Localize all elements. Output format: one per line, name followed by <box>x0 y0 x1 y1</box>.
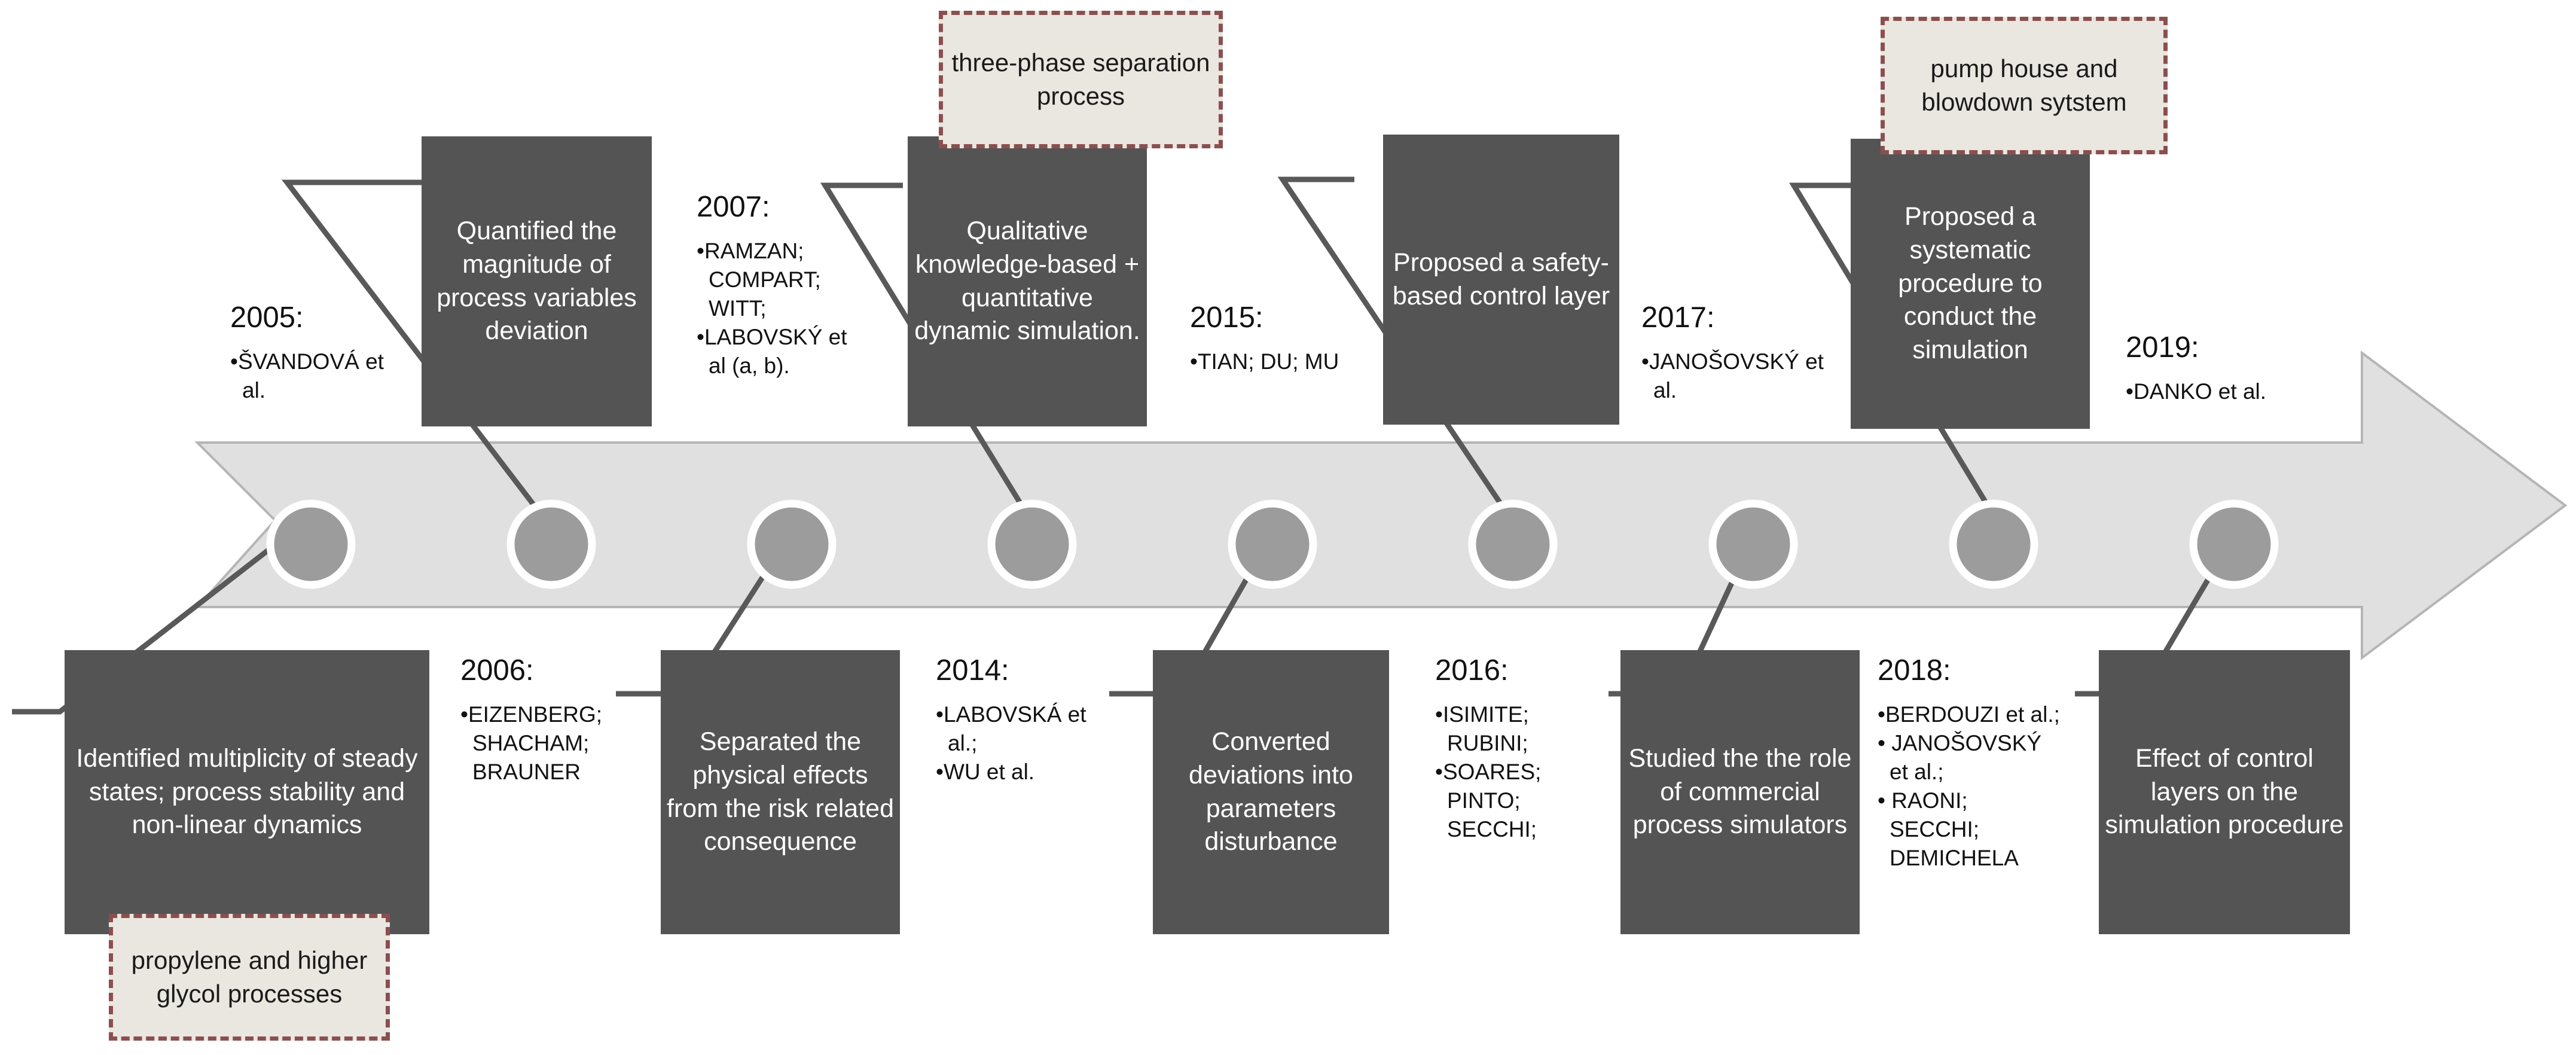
timeline-node-2[interactable] <box>506 499 596 589</box>
year-bullets-2016: •ISIMITE; RUBINI; •SOARES; PINTO; SECCHI… <box>1435 700 1585 844</box>
bullet-item: •ISIMITE; RUBINI; <box>1435 702 1529 755</box>
bullet-item: •EIZENBERG; SHACHAM; BRAUNER <box>460 702 603 785</box>
year-label-2018: 2018: <box>1878 654 1951 687</box>
bullet-item: •TIAN; DU; MU <box>1190 349 1339 374</box>
timeline-node-6[interactable] <box>1468 499 1558 589</box>
timeline-node-9[interactable] <box>2189 499 2279 589</box>
milestone-box-2006[interactable]: Identified multiplicity of steady states… <box>65 650 429 934</box>
milestone-box-2005[interactable]: Quantified the magnitude of process vari… <box>422 136 652 426</box>
year-bullets-2015: •TIAN; DU; MU <box>1190 347 1357 376</box>
milestone-box-2007[interactable]: Separated the physical effects from the … <box>661 650 900 934</box>
year-bullets-2019: •DANKO et al. <box>2126 377 2323 406</box>
year-group-2018: 2018: •BERDOUZI et al.; • JANOŠOVSKÝ et … <box>1878 654 2063 873</box>
milestone-box-2015[interactable]: Proposed a safety-based control layer <box>1383 135 1619 425</box>
year-group-2016: 2016: •ISIMITE; RUBINI; •SOARES; PINTO; … <box>1435 654 1585 844</box>
year-group-2005: 2005: •ŠVANDOVÁ et al. <box>230 301 398 405</box>
bullet-item: •DANKO et al. <box>2126 379 2267 404</box>
year-bullets-2005: •ŠVANDOVÁ et al. <box>230 347 398 405</box>
callout-propylene-glycol[interactable]: propylene and higher glycol processes <box>109 914 390 1041</box>
year-label-2005: 2005: <box>230 301 304 334</box>
bullet-item: •JANOŠOVSKÝ et al. <box>1641 349 1824 403</box>
year-label-2015: 2015: <box>1190 301 1263 334</box>
bullet-item: •BERDOUZI et al.; <box>1878 702 2060 727</box>
timeline-node-8[interactable] <box>1949 499 2038 589</box>
year-bullets-2014: •LABOVSKÁ et al.; •WU et al. <box>936 700 1109 786</box>
bullet-item: •SOARES; PINTO; SECCHI; <box>1435 760 1542 842</box>
timeline-node-5[interactable] <box>1228 499 1317 589</box>
milestone-box-2017[interactable]: Proposed a systematic procedure to condu… <box>1851 139 2090 429</box>
timeline-node-4[interactable] <box>987 499 1077 589</box>
bullet-item: •LABOVSKÝ et al (a, b). <box>697 325 847 379</box>
callout-pump-house[interactable]: pump house and blowdown sytstem <box>1881 17 2168 154</box>
bullet-item: •RAMZAN; COMPART; WITT; <box>697 238 821 321</box>
year-label-2006: 2006: <box>460 654 534 687</box>
year-label-2016: 2016: <box>1435 654 1509 687</box>
year-group-2019: 2019: •DANKO et al. <box>2126 331 2323 406</box>
bullet-item: •LABOVSKÁ et al.; <box>936 702 1086 755</box>
year-bullets-2017: •JANOŠOVSKÝ et al. <box>1641 347 1827 405</box>
year-group-2014: 2014: •LABOVSKÁ et al.; •WU et al. <box>936 654 1109 786</box>
timeline-node-1[interactable] <box>266 499 356 589</box>
year-label-2014: 2014: <box>936 654 1009 687</box>
year-bullets-2007: •RAMZAN; COMPART; WITT; •LABOVSKÝ et al … <box>697 237 858 380</box>
year-group-2015: 2015: •TIAN; DU; MU <box>1190 301 1357 376</box>
timeline-nodes <box>266 499 2279 589</box>
year-label-2019: 2019: <box>2126 331 2199 364</box>
milestone-box-2018[interactable]: Effect of control layers on the simulati… <box>2099 650 2350 934</box>
bullet-item: •ŠVANDOVÁ et al. <box>230 349 384 403</box>
callout-three-phase-separation[interactable]: three-phase separation process <box>939 11 1223 148</box>
bullet-item: •WU et al. <box>936 760 1035 785</box>
year-bullets-2018: •BERDOUZI et al.; • JANOŠOVSKÝ et al.; •… <box>1878 700 2063 873</box>
milestone-box-2013[interactable]: Qualitative knowledge-based + quantitati… <box>908 136 1147 426</box>
milestone-box-2016[interactable]: Studied the the role of commercial proce… <box>1620 650 1860 934</box>
timeline-node-7[interactable] <box>1708 499 1798 589</box>
year-label-2007: 2007: <box>697 191 770 223</box>
year-label-2017: 2017: <box>1641 301 1715 334</box>
milestone-box-2014[interactable]: Converted deviations into parameters dis… <box>1153 650 1389 934</box>
year-group-2007: 2007: •RAMZAN; COMPART; WITT; •LABOVSKÝ … <box>697 191 858 380</box>
year-group-2017: 2017: •JANOŠOVSKÝ et al. <box>1641 301 1827 405</box>
timeline-node-3[interactable] <box>747 499 837 589</box>
bullet-item: • RAONI; SECCHI; DEMICHELA <box>1878 788 2019 871</box>
year-bullets-2006: •EIZENBERG; SHACHAM; BRAUNER <box>460 700 634 786</box>
bullet-item: • JANOŠOVSKÝ et al.; <box>1878 730 2042 785</box>
year-group-2006: 2006: •EIZENBERG; SHACHAM; BRAUNER <box>460 654 634 786</box>
